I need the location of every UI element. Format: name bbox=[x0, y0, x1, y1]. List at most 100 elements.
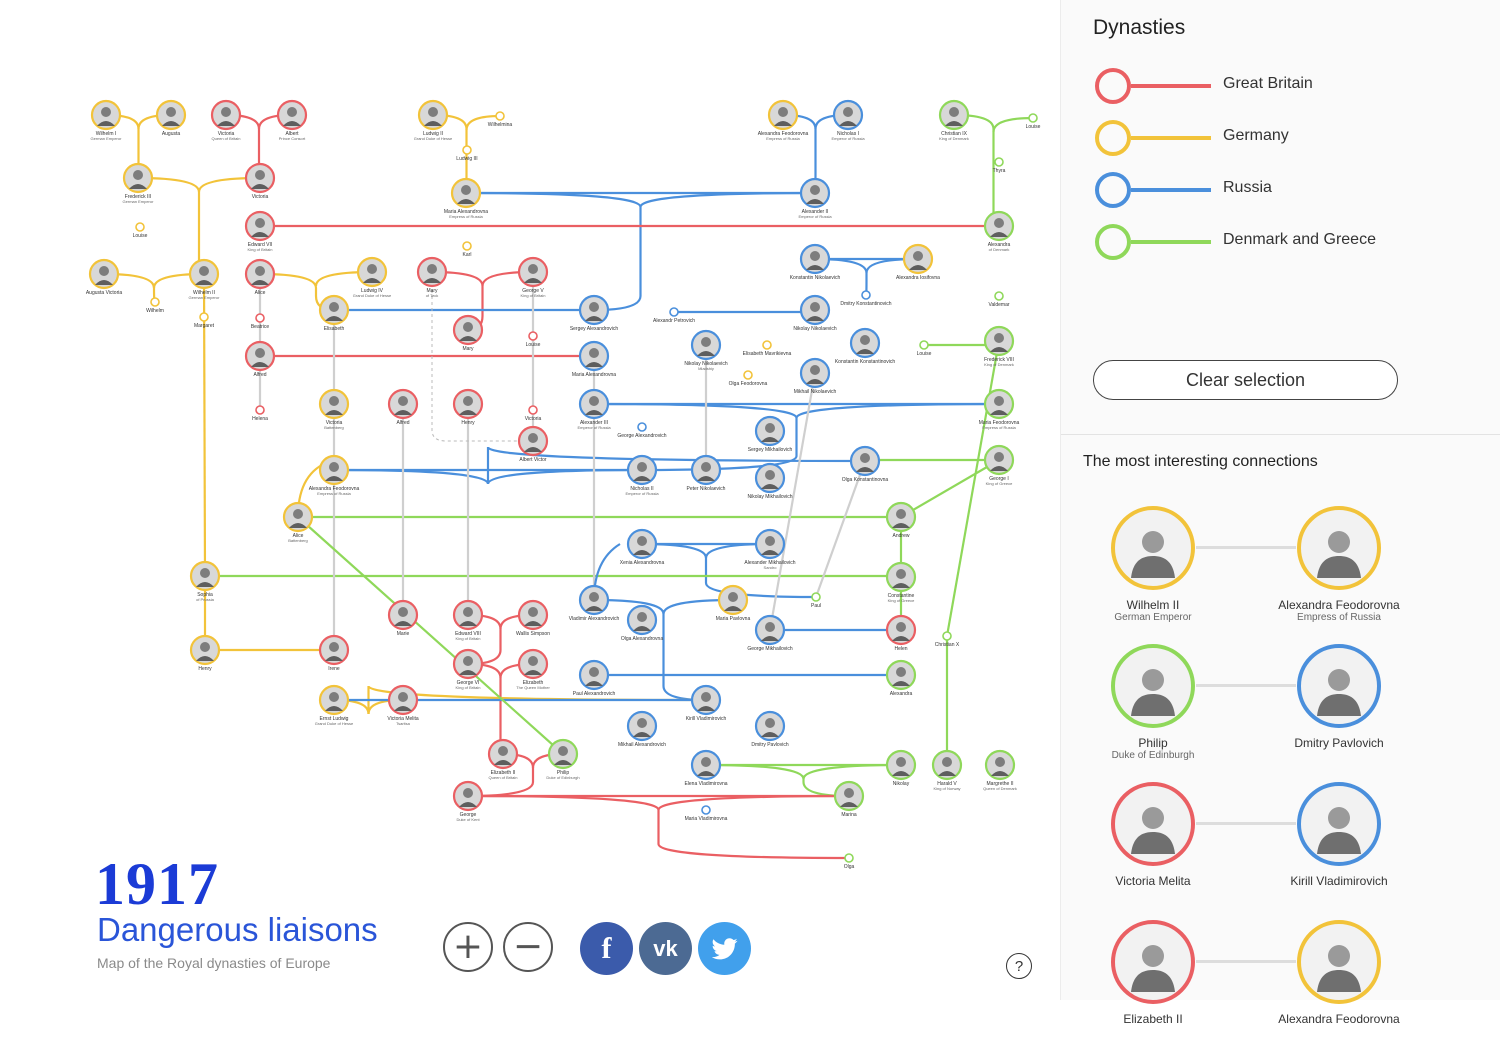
person-node[interactable]: Paul Alexandrovich bbox=[573, 659, 616, 697]
person-node[interactable]: Mary bbox=[452, 314, 484, 352]
zoom-in-button[interactable]: + bbox=[443, 922, 493, 972]
person-node[interactable]: Mikhail Nikolaevich bbox=[794, 357, 837, 395]
legend-item[interactable]: Russia bbox=[1095, 170, 1455, 210]
person-node[interactable]: Alexandra Iosifovna bbox=[896, 243, 940, 281]
person-node[interactable]: Sergey Mikhailovich bbox=[748, 415, 793, 453]
person-node[interactable]: Louise bbox=[526, 331, 541, 348]
person-node[interactable]: Margaret bbox=[194, 312, 215, 329]
twitter-share-button[interactable] bbox=[698, 922, 751, 975]
person-node[interactable]: Irene bbox=[318, 634, 350, 672]
person-node[interactable]: Alexandr Petrovich bbox=[653, 307, 695, 324]
person-node[interactable]: Vladimir Alexandrovich bbox=[569, 584, 620, 622]
person-node[interactable]: Peter Nikolaevich bbox=[687, 454, 726, 492]
person-node[interactable]: Olga Feodorovna bbox=[729, 370, 768, 387]
zoom-out-button[interactable]: − bbox=[503, 922, 553, 972]
person-node[interactable]: Xenia Alexandrovna bbox=[620, 528, 665, 566]
person-node[interactable]: Maria Alexandrovna bbox=[572, 340, 616, 378]
person-node[interactable]: Louise bbox=[133, 222, 148, 239]
person-node[interactable]: Valdemar bbox=[988, 291, 1010, 308]
clear-selection-button[interactable]: Clear selection bbox=[1093, 360, 1398, 400]
person-node[interactable]: Ludwig III bbox=[456, 145, 478, 162]
person-node[interactable]: Louise bbox=[1026, 113, 1041, 130]
person-node[interactable]: Helena bbox=[252, 405, 268, 422]
person-node[interactable]: Christian X bbox=[935, 631, 960, 648]
facebook-share-button[interactable]: f bbox=[580, 922, 633, 975]
person-node[interactable]: Louise bbox=[917, 340, 932, 357]
connection-person[interactable]: Alexandra Feodorovna bbox=[1254, 920, 1424, 1026]
person-node[interactable]: Beatrice bbox=[251, 313, 270, 330]
person-node[interactable]: Wilhelmina bbox=[488, 111, 513, 128]
person-node[interactable]: Alfred bbox=[387, 388, 419, 426]
person-node[interactable]: Sergey Alexandrovich bbox=[570, 294, 619, 332]
connection-person[interactable]: Victoria Melita bbox=[1068, 782, 1238, 888]
person-node[interactable]: Andrew bbox=[885, 501, 917, 539]
person-node[interactable]: Mikhail Alexandrovich bbox=[618, 710, 666, 748]
person-node[interactable]: Alfred bbox=[244, 340, 276, 378]
person-node[interactable]: Olga Alexandrovna bbox=[621, 604, 663, 642]
connection-person[interactable]: Dmitry Pavlovich bbox=[1254, 644, 1424, 750]
person-node[interactable]: Maria Vladimirovna bbox=[685, 805, 728, 822]
help-button[interactable]: ? bbox=[1006, 953, 1032, 979]
person-node[interactable]: Konstantin Konstantinovich bbox=[835, 327, 896, 365]
person-node[interactable]: Helen bbox=[885, 614, 917, 652]
legend-item[interactable]: Denmark and Greece bbox=[1095, 222, 1455, 262]
person-node[interactable]: George Mikhailovich bbox=[747, 614, 793, 652]
legend-item[interactable]: Germany bbox=[1095, 118, 1455, 158]
vk-share-button[interactable]: vk bbox=[639, 922, 692, 975]
person-node[interactable]: Augusta bbox=[155, 99, 187, 137]
person-node[interactable]: Konstantin Nikolaevich bbox=[790, 243, 841, 281]
connection-person[interactable]: Kirill Vladimirovich bbox=[1254, 782, 1424, 888]
person-node[interactable]: Victoria bbox=[244, 162, 276, 200]
person-node[interactable]: Elisabeth Mavrikievna bbox=[743, 340, 792, 357]
person-node[interactable]: Henry bbox=[452, 388, 484, 426]
person-node[interactable]: Marie bbox=[387, 599, 419, 637]
person-node[interactable]: Wilhelm bbox=[146, 297, 164, 314]
connection-person[interactable]: Elizabeth II bbox=[1068, 920, 1238, 1026]
person-node[interactable]: Marina bbox=[833, 780, 865, 818]
person-node[interactable]: Olga Konstantinovna bbox=[842, 445, 889, 483]
person-node[interactable]: Dmitry Pavlovich bbox=[751, 710, 789, 748]
person-node[interactable]: Victoria bbox=[525, 405, 542, 422]
person-node[interactable]: Thyra bbox=[993, 157, 1006, 174]
person-node[interactable]: Karl bbox=[462, 241, 472, 258]
person-node[interactable]: Nikolay Mikhailovich bbox=[747, 462, 793, 500]
person-node[interactable]: Paul bbox=[811, 592, 821, 609]
person-node[interactable]: Henry bbox=[189, 634, 221, 672]
person-node[interactable]: Olga bbox=[844, 853, 855, 870]
